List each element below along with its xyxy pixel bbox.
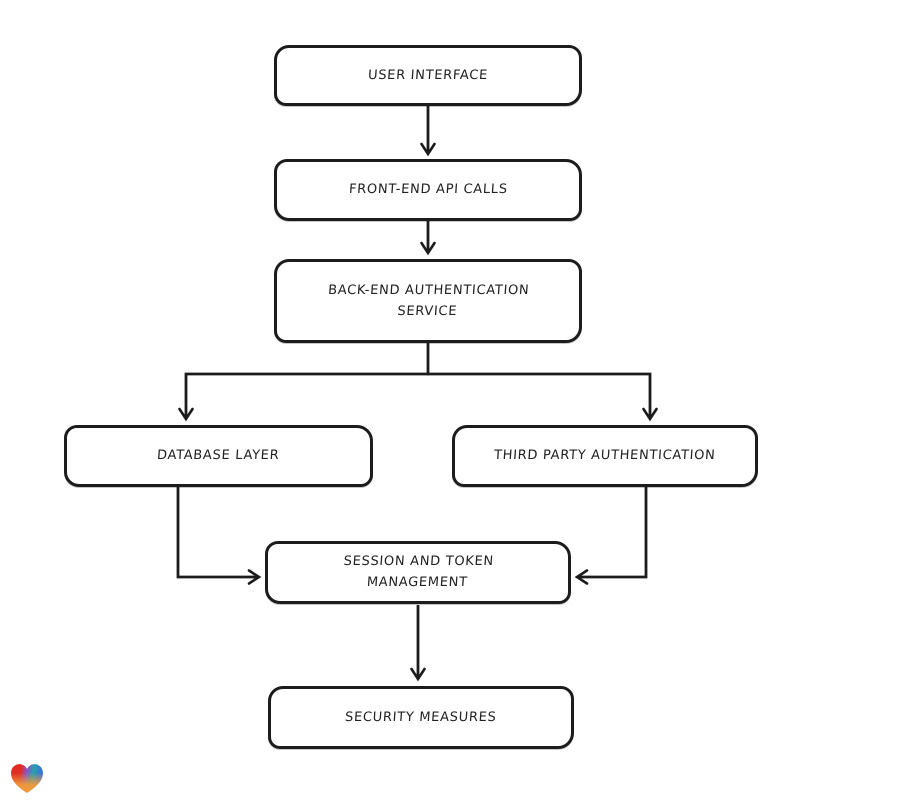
node-session-and-token-management-label: SESSION AND TOKEN MANAGEMENT [343, 554, 495, 591]
node-user-interface-label: USER INTERFACE [367, 67, 489, 83]
heart-icon [11, 764, 43, 793]
node-back-end-authentication-service: BACK-END AUTHENTICATION SERVICE [274, 259, 582, 343]
node-back-end-authentication-service-label: BACK-END AUTHENTICATION SERVICE [327, 282, 530, 319]
node-user-interface: USER INTERFACE [274, 45, 582, 106]
node-front-end-api-calls-label: FRONT-END API CALLS [348, 182, 508, 198]
node-database-layer: DATABASE LAYER [64, 425, 373, 487]
edge-third-party-to-session-management [574, 487, 648, 585]
node-front-end-api-calls: FRONT-END API CALLS [274, 159, 582, 221]
node-third-party-authentication-label: THIRD PARTY AUTHENTICATION [493, 448, 717, 464]
node-third-party-authentication: THIRD PARTY AUTHENTICATION [452, 425, 758, 487]
node-security-measures: SECURITY MEASURES [268, 686, 574, 749]
edge-back-end-to-third-party-authentication [427, 372, 658, 422]
node-database-layer-label: DATABASE LAYER [156, 448, 281, 464]
edge-database-layer-to-session-management [176, 487, 262, 585]
node-security-measures-label: SECURITY MEASURES [344, 709, 498, 725]
heart-logo[interactable] [8, 761, 46, 796]
edge-back-end-to-database-layer [178, 372, 429, 422]
node-session-and-token-management: SESSION AND TOKEN MANAGEMENT [265, 541, 571, 604]
